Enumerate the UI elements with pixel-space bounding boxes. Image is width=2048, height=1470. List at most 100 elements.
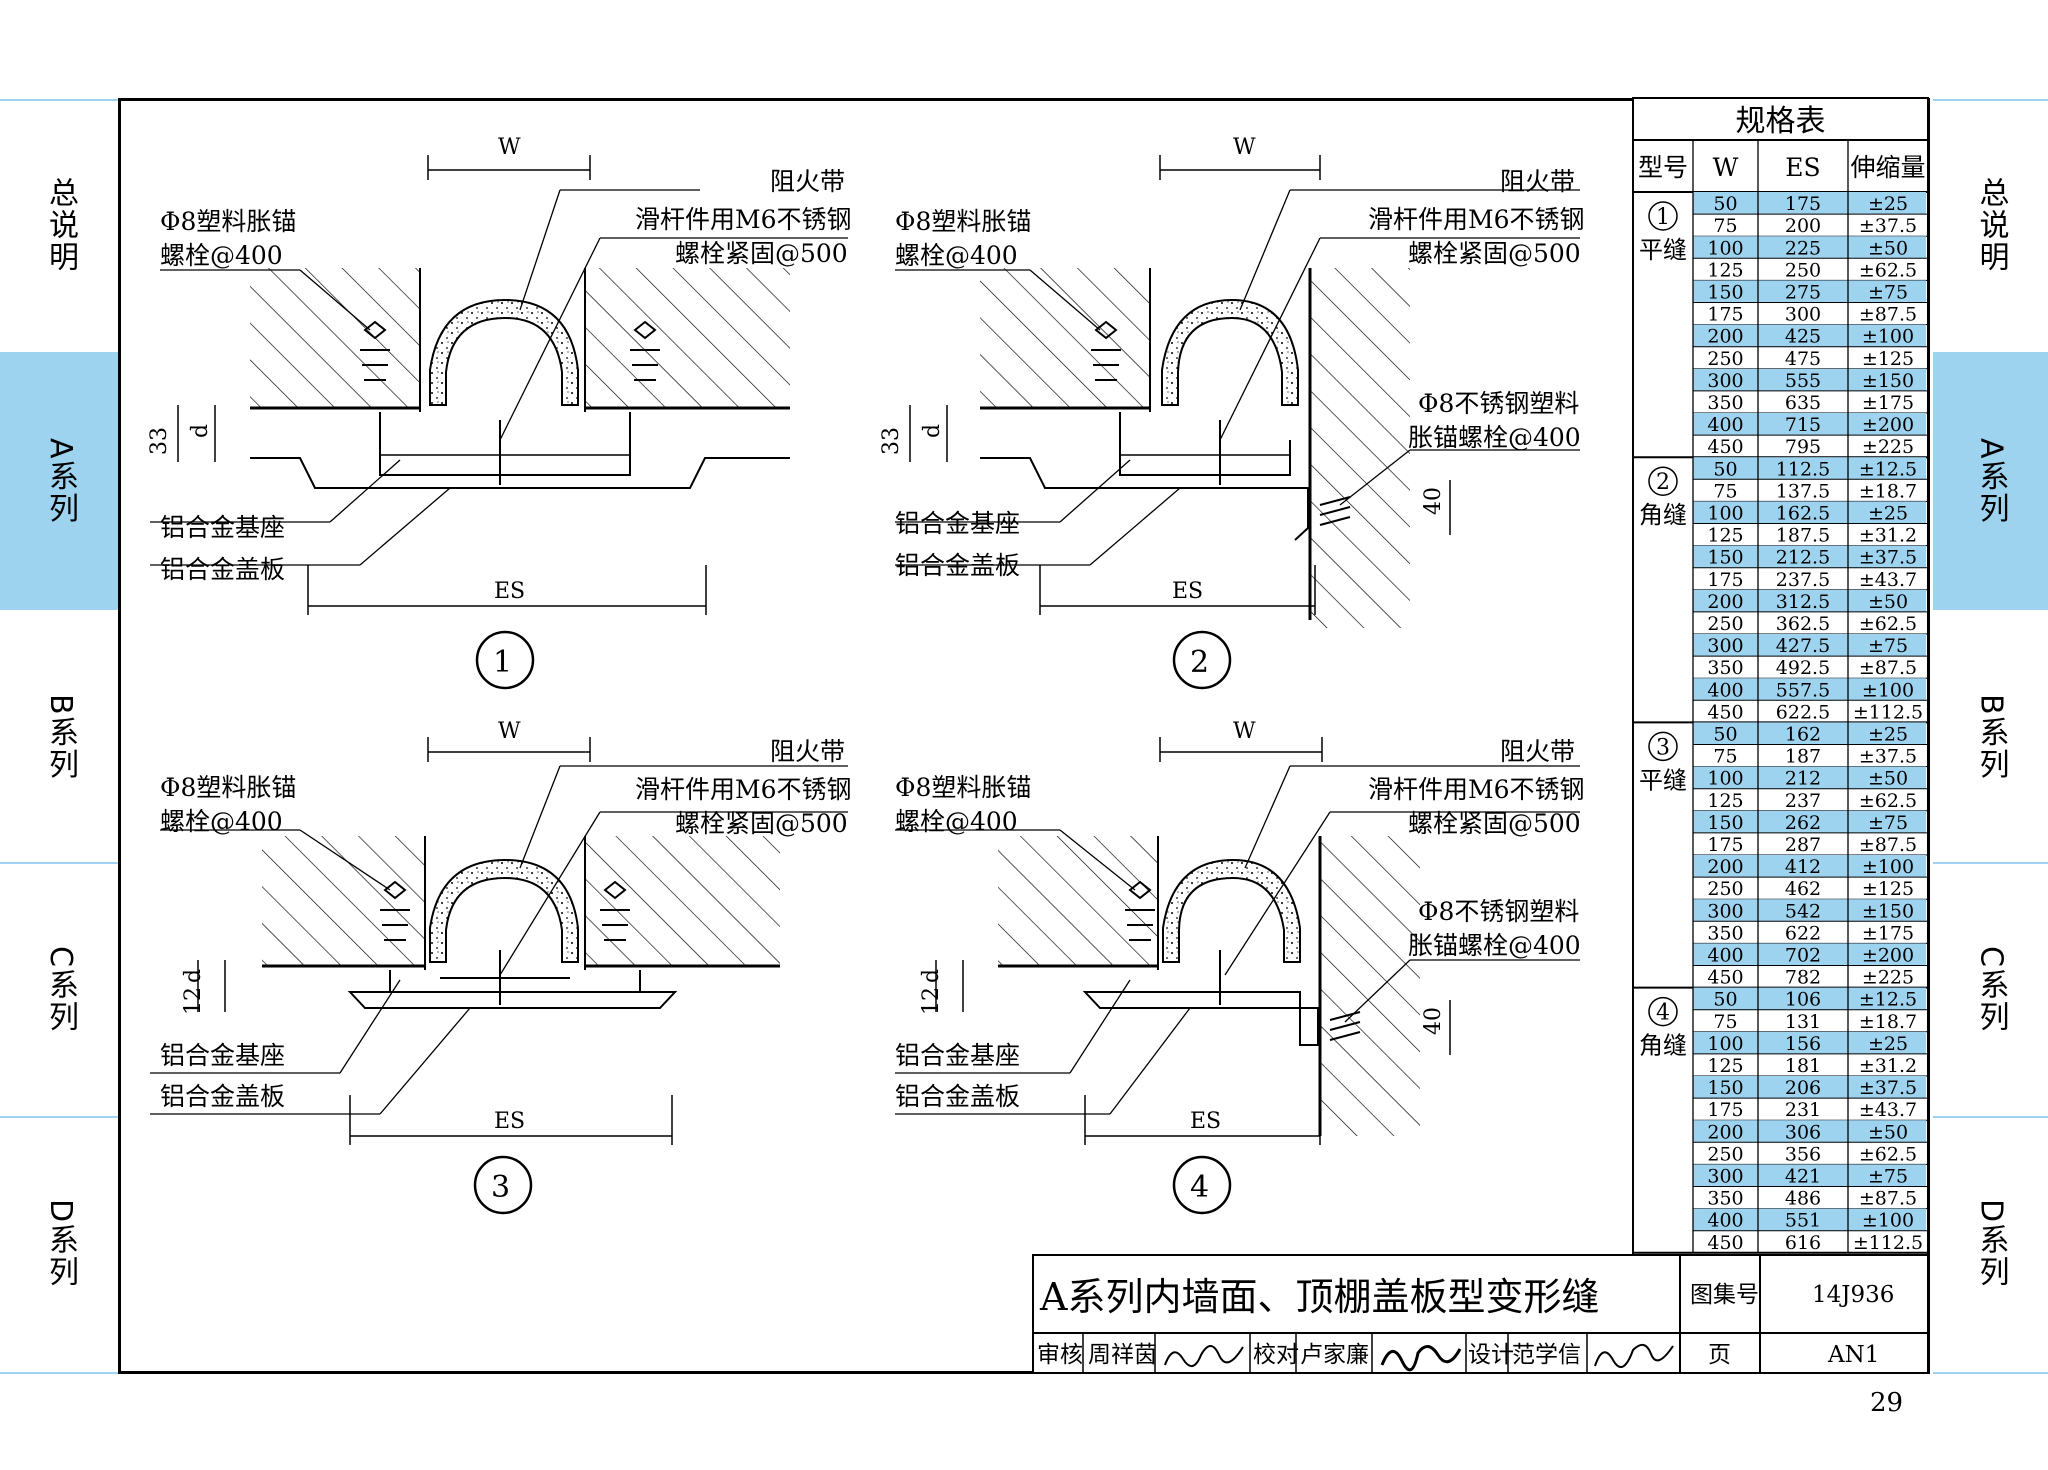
right-tab-a-series[interactable]: A系列 (1933, 352, 2048, 610)
spec-cell-es: 312.5 (1776, 591, 1830, 613)
spec-cell-es: 425 (1785, 326, 1821, 348)
spec-cell-range: ±75 (1868, 282, 1908, 304)
spec-cell-range: ±31.2 (1859, 1055, 1917, 1077)
left-tab-label: D系列 (43, 1199, 78, 1289)
detail-3-fire-strip: 阻火带 (770, 737, 845, 766)
spec-cell-w: 75 (1713, 746, 1737, 768)
detail-4-labels: W ES 阻火带 滑杆件用M6不锈钢 螺栓紧固@500 Φ8塑料胀锚 螺栓@40… (895, 719, 1585, 1205)
spec-row-highlight (1693, 236, 1926, 259)
spec-cell-es: 275 (1785, 282, 1821, 304)
left-tab-label: 总说明 (43, 177, 78, 273)
right-tab-general[interactable]: 总说明 (1933, 100, 2048, 350)
spec-cell-es: 362.5 (1776, 613, 1830, 635)
spec-cell-w: 75 (1713, 480, 1737, 502)
spec-table-title: 规格表 (1736, 104, 1826, 139)
detail-2-steel-anchor-1: Φ8不锈钢塑料 (1418, 389, 1579, 418)
spec-cell-es: 555 (1785, 370, 1821, 392)
left-tab-a-series[interactable]: A系列 (0, 352, 120, 610)
tab-divider (1933, 1372, 2048, 1374)
spec-cell-w: 200 (1707, 1121, 1743, 1143)
detail-1 (150, 155, 848, 690)
spec-cell-es: 412 (1785, 856, 1821, 878)
spec-cell-range: ±150 (1862, 900, 1914, 922)
spec-cell-es: 622.5 (1776, 701, 1830, 723)
left-tab-general[interactable]: 总说明 (0, 100, 120, 350)
detail-4-es-label: ES (1190, 1109, 1221, 1134)
page-number: 29 (1870, 1388, 1904, 1418)
detail-4-fire-strip: 阻火带 (1500, 737, 1575, 766)
spec-cell-w: 300 (1707, 370, 1743, 392)
spec-cell-range: ±37.5 (1859, 215, 1917, 237)
spec-cell-range: ±175 (1862, 922, 1914, 944)
spec-cell-es: 262 (1785, 812, 1821, 834)
reviewer-signature (1164, 1345, 1244, 1367)
detail-2-base: 铝合金基座 (895, 509, 1020, 538)
detail-4-dim-outer: 12 (919, 987, 944, 1015)
spec-cell-es: 557.5 (1776, 679, 1830, 701)
right-tab-label: D系列 (1973, 1199, 2009, 1289)
spec-cell-w: 350 (1707, 657, 1743, 679)
right-tab-c-series[interactable]: C系列 (1933, 864, 2048, 1114)
checker-signature (1380, 1345, 1462, 1372)
spec-row-highlight (1693, 855, 1926, 878)
detail-3-es-label: ES (494, 1109, 525, 1134)
spec-cell-range: ±100 (1862, 1210, 1914, 1232)
spec-cell-es: 206 (1785, 1077, 1821, 1099)
left-tab-label: B系列 (43, 693, 78, 781)
left-tab-b-series[interactable]: B系列 (0, 612, 120, 862)
spec-cell-w: 100 (1707, 768, 1743, 790)
spec-cell-range: ±112.5 (1853, 1232, 1923, 1254)
detail-1-dim-outer: 33 (147, 427, 172, 455)
check-label: 校对 (1253, 1342, 1299, 1368)
detail-2-number: 2 (1190, 645, 1209, 680)
spec-cell-es: 162 (1785, 724, 1821, 746)
spec-cell-es: 175 (1785, 193, 1821, 215)
left-tab-d-series[interactable]: D系列 (0, 1116, 120, 1372)
spec-cell-es: 427.5 (1776, 635, 1830, 657)
right-tab-d-series[interactable]: D系列 (1933, 1116, 2048, 1372)
spec-cell-range: ±125 (1862, 878, 1914, 900)
left-tab-c-series[interactable]: C系列 (0, 864, 120, 1114)
spec-cell-range: ±62.5 (1859, 259, 1917, 281)
spec-cell-es: 306 (1785, 1121, 1821, 1143)
detail-2-fire-strip: 阻火带 (1500, 167, 1575, 196)
detail-2-anchor-2: 螺栓@400 (895, 241, 1018, 270)
detail-3-slide-1: 滑杆件用M6不锈钢 (635, 775, 852, 804)
tab-divider (1933, 862, 2048, 864)
spec-cell-w: 150 (1707, 812, 1743, 834)
detail-4-anchor-2: 螺栓@400 (895, 807, 1018, 836)
spec-row-highlight (1693, 192, 1926, 215)
spec-cell-range: ±25 (1868, 503, 1908, 525)
spec-row-highlight (1693, 943, 1926, 966)
spec-cell-w: 100 (1707, 503, 1743, 525)
spec-cell-es: 542 (1785, 900, 1821, 922)
spec-cell-w: 400 (1707, 679, 1743, 701)
spec-group-circle (1648, 996, 1678, 1027)
spec-row-highlight (1693, 987, 1926, 1010)
detail-4-steel-anchor-2: 胀锚螺栓@400 (1408, 931, 1581, 960)
spec-group-circle (1648, 466, 1678, 496)
spec-cell-w: 50 (1713, 724, 1737, 746)
designer-name: 范学信 (1512, 1342, 1581, 1368)
detail-1-anchor-1: Φ8塑料胀锚 (160, 207, 296, 236)
right-tab-b-series[interactable]: B系列 (1933, 612, 2048, 862)
spec-row-highlight (1693, 899, 1926, 922)
spec-cell-w: 400 (1707, 1210, 1743, 1232)
spec-cell-w: 150 (1707, 282, 1743, 304)
spec-cell-w: 400 (1707, 945, 1743, 967)
spec-cell-w: 175 (1707, 834, 1743, 856)
spec-cell-w: 125 (1707, 259, 1743, 281)
spec-cell-w: 350 (1707, 922, 1743, 944)
spec-cell-w: 350 (1707, 1188, 1743, 1210)
spec-table-header: ES (1785, 153, 1820, 182)
spec-cell-w: 200 (1707, 856, 1743, 878)
spec-cell-es: 187 (1785, 746, 1821, 768)
spec-group-type: 平缝 (1639, 766, 1687, 794)
spec-cell-range: ±150 (1862, 370, 1914, 392)
detail-2-slide-2: 螺栓紧固@500 (1408, 239, 1581, 268)
tab-divider (0, 1372, 120, 1374)
detail-3-anchor-2: 螺栓@400 (160, 807, 283, 836)
detail-4-cover: 铝合金盖板 (895, 1082, 1020, 1111)
detail-2 (895, 155, 1580, 690)
